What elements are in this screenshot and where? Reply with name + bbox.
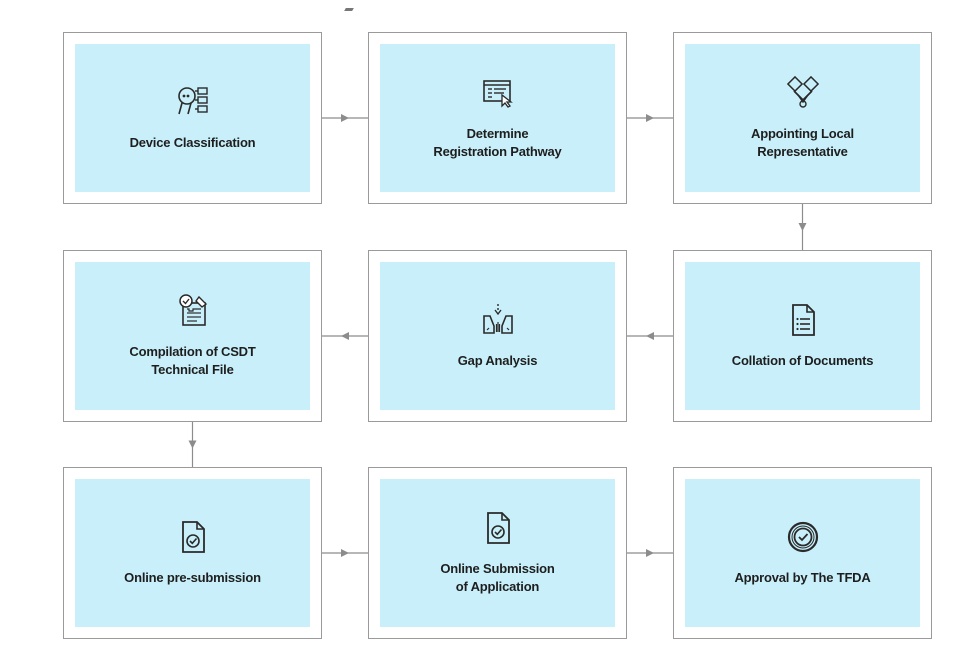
step-title-line: Approval by The TFDA (734, 570, 871, 585)
step-title-line: Registration Pathway (433, 144, 562, 159)
step-title: Online Submission of Application (440, 560, 555, 596)
arrowhead (646, 114, 654, 122)
step-gap-analysis: Gap Analysis (368, 250, 627, 422)
decorative-mark (344, 8, 354, 11)
step-title-line: Compilation of CSDT (129, 344, 256, 359)
flow-arrow (798, 204, 807, 250)
step-panel: Gap Analysis (380, 262, 615, 410)
step-online-submission-of-application: Online Submission of Application (368, 467, 627, 639)
step-title: Collation of Documents (732, 352, 874, 370)
step-title-line: Online pre-submission (124, 570, 261, 585)
handshake-icon (785, 75, 821, 111)
step-title-line: Technical File (151, 362, 234, 377)
arrowhead (646, 549, 654, 557)
step-title-line: Representative (757, 144, 848, 159)
document-list-icon (785, 302, 821, 338)
flow-arrow (627, 332, 673, 340)
arrowhead (341, 114, 349, 122)
step-title-line: Device Classification (129, 135, 256, 150)
classification-icon (175, 84, 211, 120)
document-check-icon (175, 519, 211, 555)
arrowhead (798, 223, 807, 231)
step-panel: Compilation of CSDT Technical File (75, 262, 310, 410)
arrowhead (188, 440, 197, 449)
flow-arrow (627, 549, 673, 557)
step-title-line: Online Submission (440, 561, 555, 576)
step-title: Device Classification (130, 134, 256, 152)
step-title: Compilation of CSDT Technical File (129, 343, 255, 379)
step-title-line: Determine (466, 126, 529, 141)
flow-arrow (322, 114, 368, 122)
step-panel: Approval by The TFDA (685, 479, 920, 627)
flow-arrow (188, 422, 197, 467)
step-title: Approval by The TFDA (734, 569, 870, 587)
step-title-line: of Application (455, 579, 540, 594)
arrowhead (646, 332, 654, 340)
technical-file-icon (175, 293, 211, 329)
flow-arrow (627, 114, 673, 122)
step-panel: Collation of Documents (685, 262, 920, 410)
step-title: Gap Analysis (458, 352, 538, 370)
step-compilation-of-csdt-technical-file: Compilation of CSDT Technical File (63, 250, 322, 422)
approval-seal-icon (785, 519, 821, 555)
step-title: Online pre-submission (124, 569, 261, 587)
step-panel: Online pre-submission (75, 479, 310, 627)
document-check-icon (480, 510, 516, 546)
flow-arrow (322, 549, 368, 557)
step-panel: Device Classification (75, 44, 310, 192)
arrowhead (341, 549, 349, 557)
step-panel: Online Submission of Application (380, 479, 615, 627)
step-collation-of-documents: Collation of Documents (673, 250, 932, 422)
step-approval-by-the-tfda: Approval by The TFDA (673, 467, 932, 639)
step-device-classification: Device Classification (63, 32, 322, 204)
flow-arrow (322, 332, 368, 340)
step-title-line: Gap Analysis (457, 353, 538, 368)
gap-analysis-icon (480, 302, 516, 338)
step-online-pre-submission: Online pre-submission (63, 467, 322, 639)
step-title-line: Appointing Local (751, 126, 854, 141)
step-title-line: Collation of Documents (731, 353, 874, 368)
arrowhead (341, 332, 349, 340)
pathway-browser-icon (480, 75, 516, 111)
